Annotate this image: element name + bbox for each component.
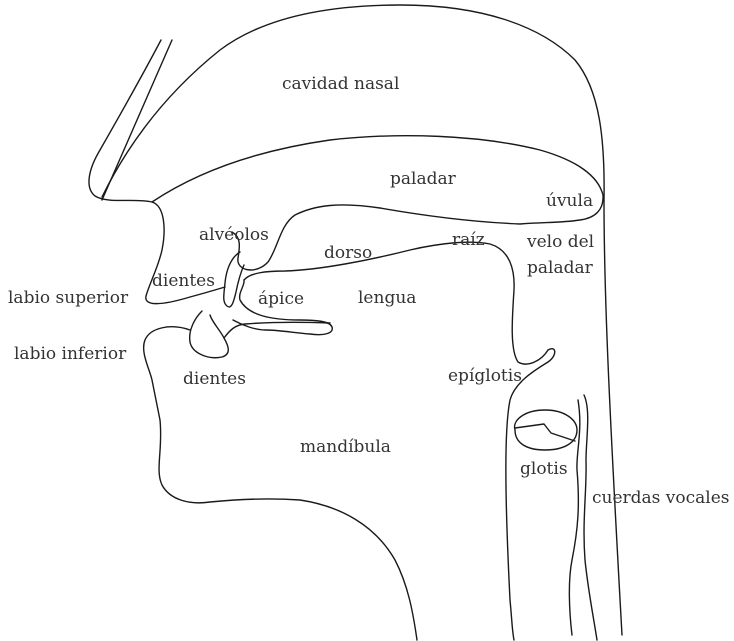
label-velo-del-paladar-line1: velo del [526, 232, 594, 252]
label-dorso: dorso [324, 243, 372, 263]
label-labio-inferior: labio inferior [14, 344, 127, 364]
upper-teeth-outline [224, 252, 244, 307]
label-alveolos: alvéolos [199, 225, 269, 245]
label-raiz: raíz [452, 230, 485, 250]
label-apice: ápice [258, 289, 304, 309]
head-outline [102, 5, 622, 635]
label-uvula: úvula [546, 191, 593, 211]
diagram-labels: cavidad nasal paladar úvula alvéolos dor… [8, 74, 730, 508]
label-epiglotis: epíglotis [448, 366, 522, 386]
label-mandibula: mandíbula [300, 437, 391, 457]
label-cuerdas-vocales: cuerdas vocales [592, 488, 730, 508]
glottis-inner [515, 424, 575, 441]
label-velo-del-paladar-line2: paladar [527, 258, 594, 278]
label-glotis: glotis [520, 459, 568, 479]
label-cavidad-nasal: cavidad nasal [282, 74, 399, 94]
label-dientes-inferiores: dientes [183, 369, 246, 389]
label-paladar: paladar [390, 169, 457, 189]
face-profile-upper [89, 40, 225, 304]
glottis-outline [515, 410, 577, 450]
lower-teeth-outline [190, 311, 229, 358]
anatomy-outlines [89, 5, 622, 640]
vocal-cords-line-2 [584, 395, 597, 640]
label-labio-superior: labio superior [8, 288, 129, 308]
label-dientes-superiores: dientes [152, 271, 215, 291]
vocal-cords-line-1 [569, 400, 579, 635]
label-lengua: lengua [358, 288, 416, 308]
